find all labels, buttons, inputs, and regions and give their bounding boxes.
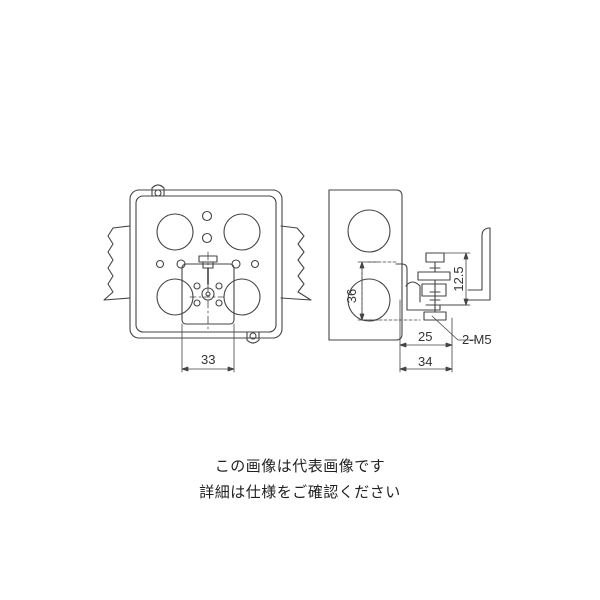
dimension-33 (181, 323, 235, 373)
dimension-25 (399, 299, 453, 373)
side-knockout (347, 209, 391, 253)
dim-label-12-5: 12.5 (451, 266, 466, 291)
dimension-34 (399, 366, 453, 372)
knockout (156, 213, 194, 251)
mounting-rail (103, 225, 312, 301)
dimension-12-5 (443, 252, 471, 306)
knockout (223, 278, 261, 316)
knockout (156, 278, 194, 316)
box-side-outline (328, 189, 403, 341)
dim-label-33: 33 (201, 352, 215, 367)
side-view (328, 189, 491, 373)
dim-label-36: 36 (344, 289, 359, 303)
dimension-36 (357, 261, 379, 321)
box-outline (129, 189, 283, 339)
mounting-ear-bottom (246, 331, 260, 344)
front-view (103, 184, 312, 373)
dim-label-25: 25 (418, 329, 432, 344)
note-check-specs: 詳細は仕様をご確認ください (199, 483, 401, 501)
leader-2-m5 (431, 315, 477, 341)
note-representative-image: この画像は代表画像です (214, 457, 386, 475)
dim-label-34: 34 (418, 354, 432, 369)
screw-head (198, 255, 218, 263)
side-screw (417, 252, 451, 321)
dim-label-2-m5: 2-M5 (462, 332, 492, 347)
knockout (223, 213, 261, 251)
bracket (395, 227, 491, 311)
mounting-ear-top (151, 184, 165, 197)
